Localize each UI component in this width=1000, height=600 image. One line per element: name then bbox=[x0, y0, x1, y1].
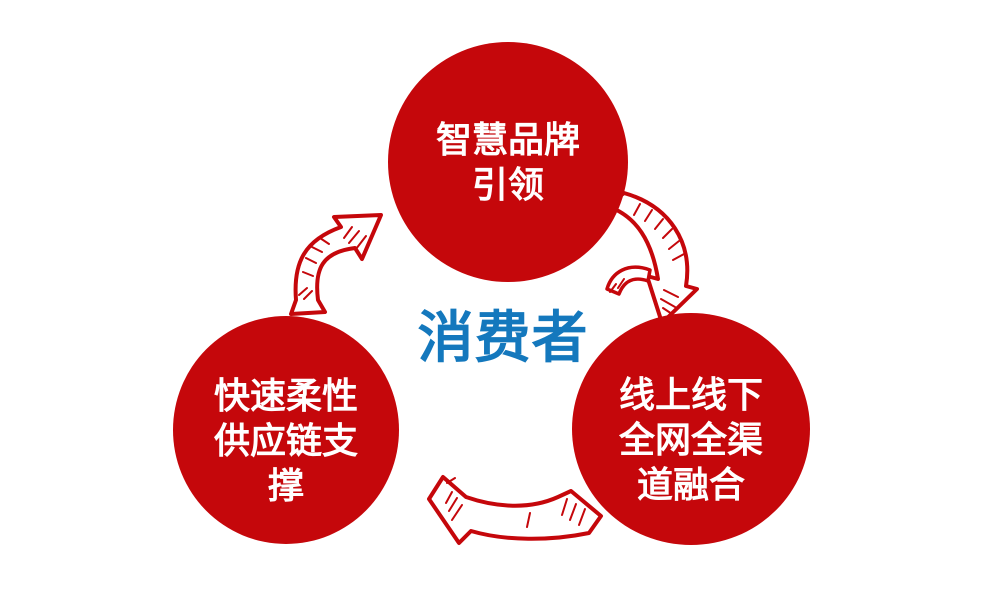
arrow-left-icon bbox=[427, 475, 603, 545]
arrow-hatch-marks bbox=[298, 226, 367, 300]
arrow-ribbon bbox=[427, 475, 603, 545]
node-label-line: 供应链支 bbox=[213, 419, 358, 461]
node-smart-brand: 智慧品牌 引领 bbox=[388, 42, 628, 282]
node-label: 线上线下 全网全渠 道融合 bbox=[619, 352, 763, 507]
node-omni-channel: 线上线下 全网全渠 道融合 bbox=[572, 313, 810, 545]
arrow-up-right-icon bbox=[289, 213, 383, 316]
arrow-inner-curl bbox=[605, 265, 652, 296]
node-label-line: 线上线下 bbox=[618, 373, 763, 415]
node-label-line: 道融合 bbox=[636, 463, 745, 505]
node-label-line: 撑 bbox=[267, 464, 304, 506]
node-supply-chain: 快速柔性 供应链支 撑 bbox=[173, 316, 399, 544]
arrow-down-icon bbox=[605, 191, 699, 325]
node-label-line: 智慧品牌 bbox=[435, 119, 580, 160]
node-label-line: 快速柔性 bbox=[213, 374, 358, 416]
arrow-hatch-marks bbox=[445, 477, 586, 528]
arrow-ribbon bbox=[289, 213, 383, 316]
arrow-ribbon bbox=[605, 191, 699, 325]
node-label-line: 引领 bbox=[471, 164, 544, 205]
center-consumer-label: 消费者 bbox=[417, 306, 589, 369]
arrow-hatch-marks bbox=[609, 203, 685, 315]
node-label: 快速柔性 供应链支 撑 bbox=[214, 353, 358, 508]
node-label-line: 全网全渠 bbox=[618, 418, 763, 460]
node-label: 智慧品牌 引领 bbox=[436, 117, 580, 207]
